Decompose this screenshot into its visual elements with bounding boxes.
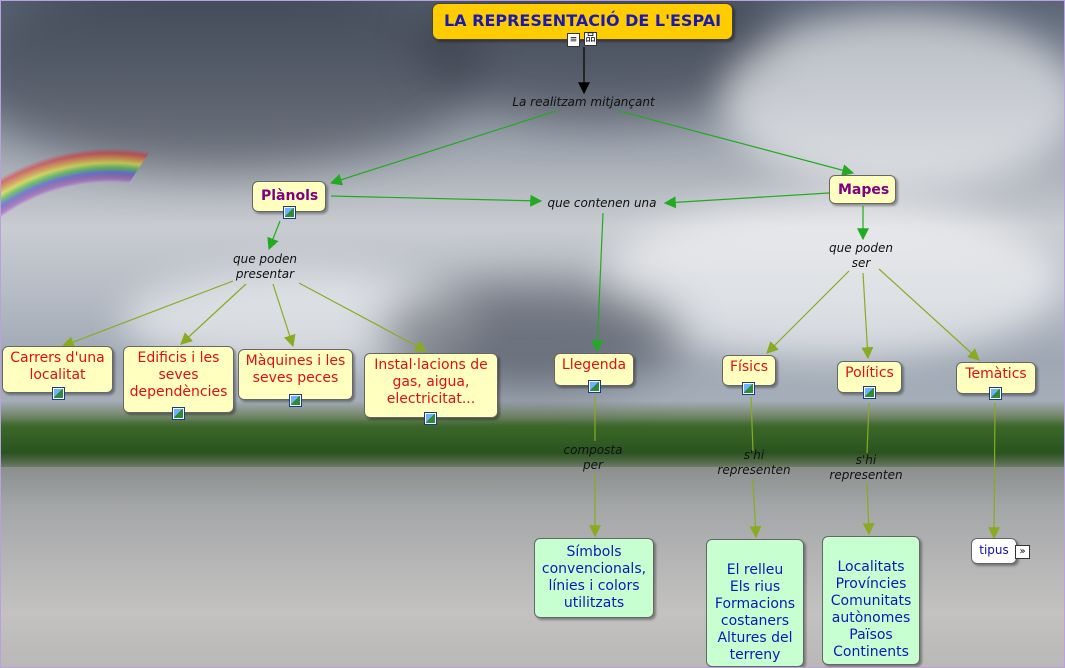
concept-label: Llegenda bbox=[562, 357, 626, 373]
concept-label: Temàtics bbox=[965, 366, 1026, 382]
arrow-realitzam-planols bbox=[331, 111, 556, 183]
arrow-ser-fisics bbox=[767, 271, 849, 353]
concept-localitats[interactable]: Localitats Províncies Comunitats autònom… bbox=[822, 536, 920, 665]
arrow-ser-tematics bbox=[879, 269, 979, 360]
concept-label: Símbols convencionals, línies i colors u… bbox=[539, 544, 649, 612]
main-title: LA REPRESENTACIÓ DE L'ESPAI bbox=[444, 11, 721, 30]
image-icon[interactable] bbox=[588, 380, 601, 393]
concept-mapes[interactable]: Mapes bbox=[829, 175, 896, 204]
main-title-node[interactable]: LA REPRESENTACIÓ DE L'ESPAI bbox=[432, 3, 733, 40]
concept-label: Carrers d'una localitat bbox=[10, 350, 105, 383]
link-label-realitzam: La realitzam mitjançant bbox=[501, 95, 666, 110]
arrow-planols-poden bbox=[269, 221, 280, 249]
concept-label: El relleu Els rius Formacions costaners … bbox=[715, 562, 795, 668]
arrow-shi-localitats bbox=[867, 483, 869, 534]
arrow-contenen-llegenda bbox=[597, 213, 603, 351]
concept-label: Instal·lacions de gas, aigua, electricit… bbox=[374, 357, 487, 407]
concept-carrers[interactable]: Carrers d'una localitat bbox=[2, 346, 113, 393]
concept-label: Màquines i les seves peces bbox=[246, 353, 346, 386]
image-icon[interactable] bbox=[863, 386, 876, 399]
arrow-mapes-contenen bbox=[665, 193, 829, 203]
image-icon[interactable] bbox=[172, 407, 185, 420]
document-icon[interactable]: ≡ bbox=[567, 33, 580, 47]
concept-label: Localitats Províncies Comunitats autònom… bbox=[831, 559, 911, 668]
concept-relleu[interactable]: El relleu Els rius Formacions costaners … bbox=[706, 539, 804, 667]
concept-label: Polítics bbox=[845, 365, 894, 381]
concept-label: Plànols bbox=[261, 188, 318, 204]
concept-tipus[interactable]: tipus bbox=[971, 538, 1017, 564]
concept-label: Físics bbox=[730, 359, 768, 375]
concept-map-icon[interactable]: 品 bbox=[584, 32, 597, 46]
link-label-shi-represente-1: s'hi representen bbox=[709, 448, 799, 478]
arrow-fisics-shi bbox=[751, 397, 753, 451]
arrow-tematics-tipus bbox=[994, 403, 995, 538]
link-label-poden-ser: que poden ser bbox=[816, 241, 906, 271]
expand-icon[interactable]: » bbox=[1015, 545, 1030, 559]
arrow-poden-installacions bbox=[299, 283, 426, 351]
image-icon[interactable] bbox=[289, 394, 302, 407]
arrow-poden-maquines bbox=[273, 284, 293, 346]
concept-label: Mapes bbox=[838, 182, 889, 198]
arrow-poden-edificis bbox=[181, 284, 246, 344]
link-label-shi-represente-2: s'hi representen bbox=[821, 453, 911, 483]
concept-edificis[interactable]: Edificis i les seves dependències bbox=[123, 346, 234, 413]
arrow-ser-politics bbox=[863, 273, 868, 358]
arrow-politics-shi bbox=[867, 403, 869, 453]
concept-label: tipus bbox=[979, 543, 1009, 557]
image-icon[interactable] bbox=[52, 387, 65, 400]
image-icon[interactable] bbox=[742, 382, 755, 395]
arrow-poden-carrers bbox=[63, 281, 233, 346]
concept-maquines[interactable]: Màquines i les seves peces bbox=[238, 349, 353, 400]
arrow-planols-contenen bbox=[331, 196, 541, 201]
concept-simbols[interactable]: Símbols convencionals, línies i colors u… bbox=[534, 538, 654, 618]
link-label-poden-presentar: que poden presentar bbox=[215, 252, 315, 282]
concept-label: Edificis i les seves dependències bbox=[130, 350, 228, 400]
link-label-contenen: que contenen una bbox=[539, 196, 665, 211]
arrow-realitzam-mapes bbox=[619, 111, 853, 173]
concept-installacions[interactable]: Instal·lacions de gas, aigua, electricit… bbox=[364, 353, 498, 418]
image-icon[interactable] bbox=[989, 387, 1002, 400]
link-label-composta: composta per bbox=[551, 443, 635, 473]
image-icon[interactable] bbox=[424, 412, 437, 425]
image-icon[interactable] bbox=[283, 206, 296, 219]
arrow-shi-relleu bbox=[753, 479, 756, 537]
